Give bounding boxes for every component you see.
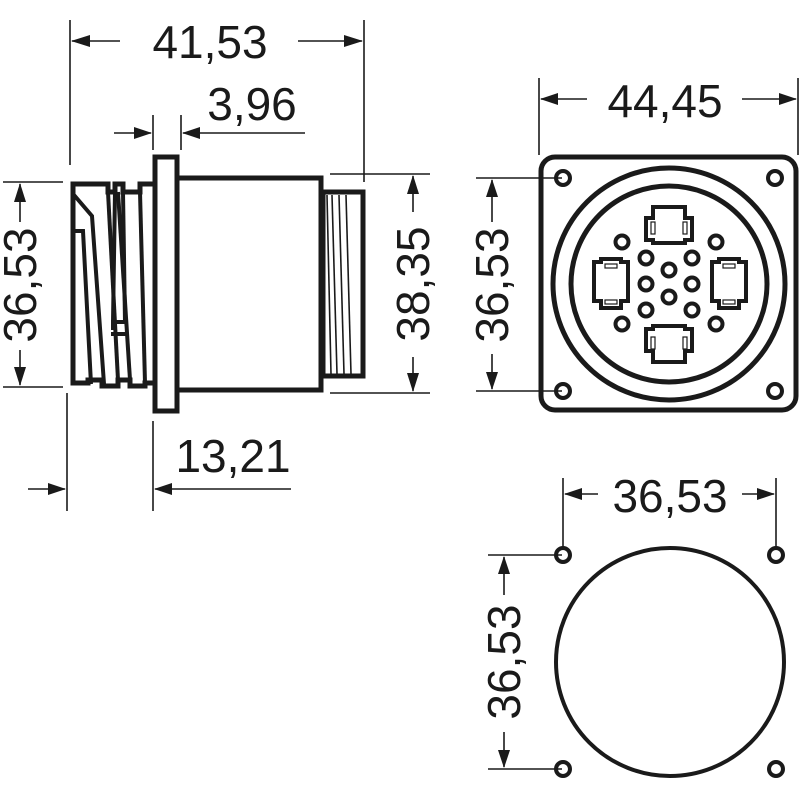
contact-pin: [637, 249, 655, 267]
contact-pin: [660, 261, 678, 279]
small-contacts: [613, 233, 725, 333]
contact-pin: [707, 233, 725, 251]
contact-pin: [637, 301, 655, 319]
panel-cutout-view: 36,53 36,53: [478, 470, 786, 778]
cutout-circle: [554, 546, 786, 778]
side-view: 41,53 3,96 36,53: [0, 16, 439, 511]
contact-pin: [660, 288, 678, 306]
dim-flange-thickness-label: 3,96: [207, 78, 297, 130]
dimension-flange-thickness: 3,96: [114, 78, 305, 150]
dimension-overall-length: 41,53: [69, 16, 365, 182]
front-view: 44,45 36,53: [466, 75, 799, 413]
square-flange: [538, 154, 799, 413]
dim-height-right-label: 38,35: [387, 226, 439, 341]
contact-pin: [613, 315, 631, 333]
dim-front-length-label: 13,21: [175, 430, 290, 482]
dim-cutout-vertical-label: 36,53: [478, 604, 530, 719]
cutout-mounting-hole: [767, 546, 785, 564]
dimension-height-left: 36,53: [0, 181, 63, 388]
dim-cutout-horizontal-label: 36,53: [612, 470, 727, 522]
dimension-flange-width: 44,45: [538, 75, 799, 155]
mounting-hole: [766, 382, 784, 400]
dim-flange-width-label: 44,45: [607, 75, 722, 127]
dim-overall-length-label: 41,53: [152, 16, 267, 68]
cutout-mounting-hole: [554, 760, 572, 778]
contact-top: [644, 205, 694, 245]
contact-pin: [683, 249, 701, 267]
inner-ring: [568, 183, 770, 385]
cutout-mounting-hole: [554, 546, 572, 564]
contact-left: [592, 257, 630, 310]
contact-pin: [683, 275, 701, 293]
contact-pin: [707, 315, 725, 333]
dimension-cutout-vertical: 36,53: [478, 554, 562, 770]
contact-pin: [683, 301, 701, 319]
dimension-hole-spacing-vertical: 36,53: [466, 177, 562, 392]
contact-pin: [637, 275, 655, 293]
contact-right: [710, 257, 748, 310]
dim-height-left-label: 36,53: [0, 227, 46, 342]
mounting-hole: [766, 169, 784, 187]
dimension-front-length: 13,21: [28, 393, 291, 511]
mounting-hole: [554, 169, 572, 187]
outer-ring: [550, 165, 788, 403]
connector-side-profile: [70, 154, 366, 414]
cutout-mounting-hole: [767, 760, 785, 778]
dim-hole-spacing-vertical-label: 36,53: [466, 227, 518, 342]
contact-bottom: [644, 324, 694, 364]
dimension-height-right: 38,35: [330, 173, 439, 394]
dimension-cutout-horizontal: 36,53: [562, 470, 777, 548]
mounting-hole: [554, 382, 572, 400]
contact-pin: [613, 233, 631, 251]
